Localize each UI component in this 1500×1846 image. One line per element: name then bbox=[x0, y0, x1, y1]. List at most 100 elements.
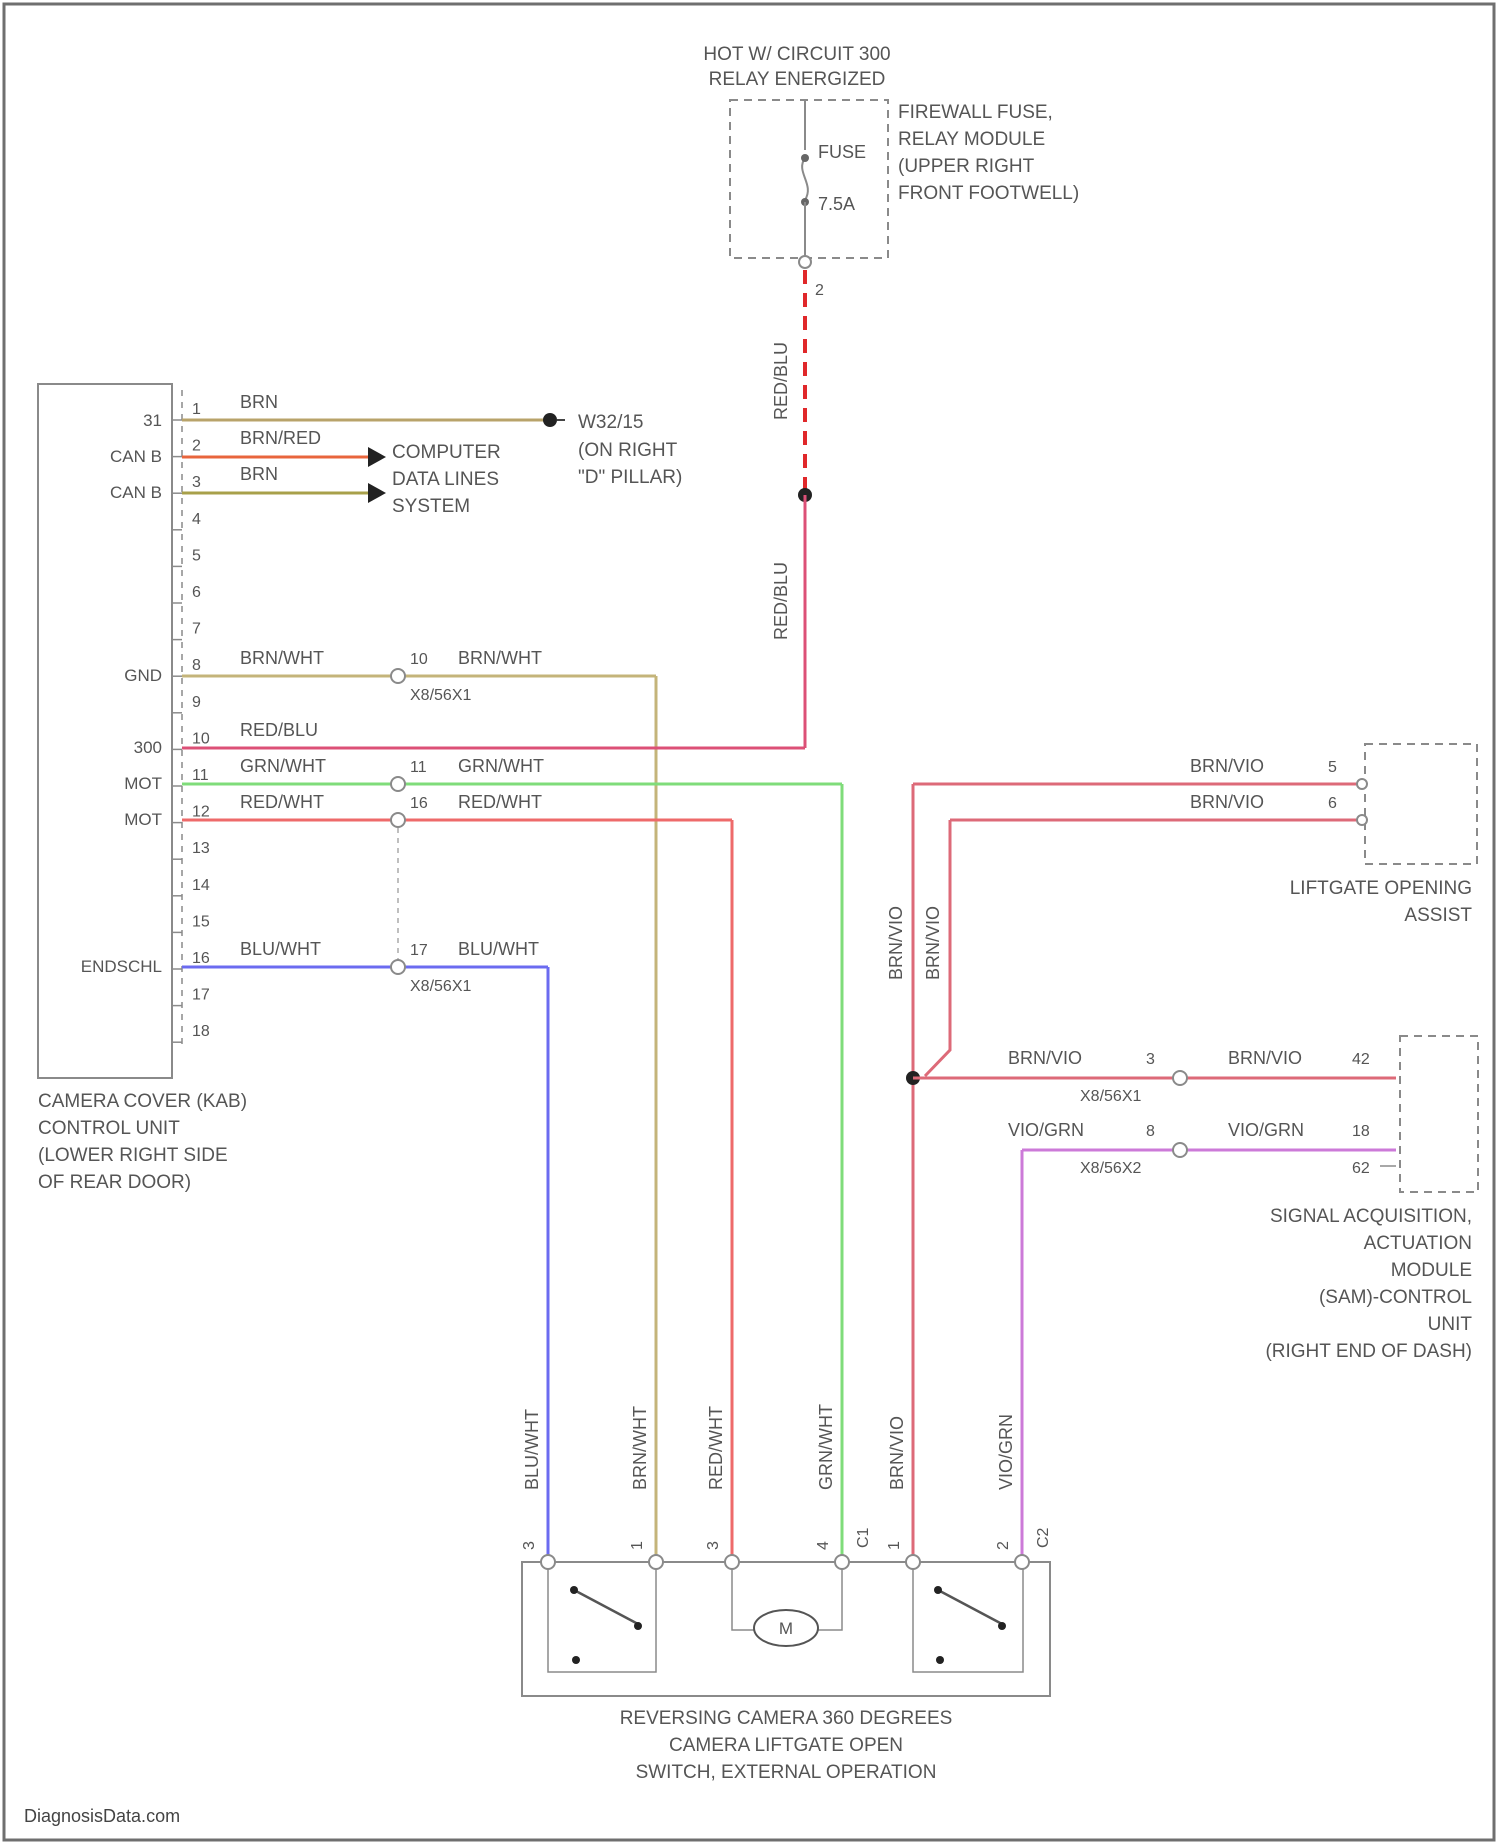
sam-pin-out2: 18 bbox=[1352, 1123, 1370, 1140]
liftgate-name-line1: LIFTGATE OPENING bbox=[1290, 878, 1472, 899]
control-unit-pin-11: 11 bbox=[192, 767, 209, 784]
can-arrow-p2 bbox=[368, 447, 386, 467]
camera-pin-4: 4 bbox=[815, 1541, 832, 1550]
conn-mot2-wire: RED/WHT bbox=[458, 792, 542, 812]
camera-left-switch-base bbox=[572, 1656, 580, 1664]
sam-name-line1: SIGNAL ACQUISITION, bbox=[1270, 1206, 1472, 1227]
wire-p1-label: BRN bbox=[240, 392, 278, 412]
fuse-pin-connector bbox=[799, 256, 811, 268]
wire-p3-label: BRN bbox=[240, 464, 278, 484]
signal-p12: MOT bbox=[124, 810, 162, 829]
camera-left-switch-frame bbox=[548, 1562, 656, 1672]
signal-p16: ENDSCHL bbox=[81, 957, 162, 976]
fuse-pin-number: 2 bbox=[815, 282, 824, 299]
signal-p11: MOT bbox=[124, 774, 162, 793]
signal-p3: CAN B bbox=[110, 483, 162, 502]
fuse-label: FUSE bbox=[818, 142, 866, 162]
liftgate-assist-outline bbox=[1365, 744, 1477, 864]
fuse-module-line2: RELAY MODULE bbox=[898, 129, 1045, 150]
feed-wire-label-lower: RED/BLU bbox=[771, 562, 791, 640]
camera-pin-2: 1 bbox=[629, 1541, 646, 1550]
sam-wire-in1: BRN/VIO bbox=[1008, 1048, 1082, 1068]
camera-wire-labels: BLU/WHT3BRN/WHT1RED/WHT3GRN/WHT4BRN/VIO1… bbox=[521, 1404, 1016, 1550]
control-unit-pin-17: 17 bbox=[192, 987, 210, 1004]
control-unit-pin-16: 16 bbox=[192, 950, 210, 967]
camera-terminal-1 bbox=[541, 1555, 555, 1569]
camera-left-switch-pivot bbox=[570, 1586, 578, 1594]
conn-x8-56x1-mot1 bbox=[391, 777, 405, 791]
wire-p12-label: RED/WHT bbox=[240, 792, 324, 812]
fuse-module-outline bbox=[730, 100, 888, 258]
feed-wire-label-upper: RED/BLU bbox=[771, 342, 791, 420]
sam-name-line2: ACTUATION bbox=[1364, 1233, 1472, 1254]
control-unit-pin-14: 14 bbox=[192, 877, 210, 894]
fuse-module-line3: (UPPER RIGHT bbox=[898, 156, 1035, 177]
sam-pin-out3: 62 bbox=[1352, 1160, 1370, 1177]
liftgate-pin-a: 5 bbox=[1328, 759, 1337, 776]
camera-terminal-2 bbox=[649, 1555, 663, 1569]
ground-loc-line1: (ON RIGHT bbox=[578, 440, 678, 461]
control-unit-pin-13: 13 bbox=[192, 840, 210, 857]
camera-pin-3: 3 bbox=[705, 1541, 722, 1550]
conn-end-wire: BLU/WHT bbox=[458, 939, 539, 959]
page-border bbox=[4, 4, 1494, 1840]
camera-right-switch-blade bbox=[938, 1590, 1002, 1624]
signal-p8: GND bbox=[124, 666, 162, 685]
can-system-line3: SYSTEM bbox=[392, 496, 470, 517]
sam-outline bbox=[1400, 1036, 1478, 1192]
control-unit-pin-4: 4 bbox=[192, 511, 201, 528]
conn-x8-56x1-end bbox=[391, 960, 405, 974]
conn-gnd-wire: BRN/WHT bbox=[458, 648, 542, 668]
camera-left-switch-blade bbox=[574, 1590, 638, 1624]
power-header-line1: HOT W/ CIRCUIT 300 bbox=[703, 44, 890, 65]
camera-wire-label-1: BLU/WHT bbox=[522, 1409, 542, 1490]
signal-p1: 31 bbox=[143, 411, 162, 430]
camera-pin-5: 1 bbox=[886, 1541, 903, 1550]
wire-p8-label: BRN/WHT bbox=[240, 648, 324, 668]
wire-p2-label: BRN/RED bbox=[240, 428, 321, 448]
control-unit-pins: 123456789101112131415161718 bbox=[172, 401, 210, 1042]
sam-name-line4: (SAM)-CONTROL bbox=[1319, 1287, 1472, 1308]
sam-conn1-name: X8/56X1 bbox=[1080, 1088, 1141, 1105]
sam-conn2 bbox=[1173, 1143, 1187, 1157]
conn-x8-56x1-gnd bbox=[391, 669, 405, 683]
control-unit-pin-2: 2 bbox=[192, 438, 201, 455]
liftgate-wire-b: BRN/VIO bbox=[1190, 792, 1264, 812]
camera-pin-6: 2 bbox=[995, 1541, 1012, 1550]
control-unit-pin-7: 7 bbox=[192, 621, 201, 638]
camera-wire-label-4: GRN/WHT bbox=[816, 1404, 836, 1490]
camera-name-line1: REVERSING CAMERA 360 DEGREES bbox=[620, 1708, 953, 1729]
control-unit-pin-12: 12 bbox=[192, 804, 210, 821]
sam-pin-out1: 42 bbox=[1352, 1051, 1370, 1068]
watermark: DiagnosisData.com bbox=[24, 1806, 180, 1826]
sam-conn1 bbox=[1173, 1071, 1187, 1085]
control-unit-pin-6: 6 bbox=[192, 584, 201, 601]
control-unit-pin-3: 3 bbox=[192, 474, 201, 491]
control-unit-name-line2: CONTROL UNIT bbox=[38, 1118, 180, 1139]
sam-wire-out1: BRN/VIO bbox=[1228, 1048, 1302, 1068]
liftgate-vert-wire-b: BRN/VIO bbox=[923, 906, 943, 980]
ground-name: W32/15 bbox=[578, 412, 643, 433]
camera-conn-a: C1 bbox=[855, 1527, 872, 1548]
camera-pin-1: 3 bbox=[521, 1541, 538, 1550]
camera-right-switch-contact bbox=[998, 1622, 1006, 1630]
sam-conn-pin2: 8 bbox=[1146, 1123, 1155, 1140]
fuse-rating: 7.5A bbox=[818, 194, 855, 214]
fuse-symbol bbox=[802, 158, 808, 200]
liftgate-name-line2: ASSIST bbox=[1404, 905, 1472, 926]
control-unit-pin-18: 18 bbox=[192, 1023, 210, 1040]
sam-conn2-name: X8/56X2 bbox=[1080, 1160, 1141, 1177]
camera-wire-label-5: BRN/VIO bbox=[887, 1416, 907, 1490]
camera-terminal-5 bbox=[906, 1555, 920, 1569]
liftgate-pin-b-term bbox=[1357, 815, 1367, 825]
camera-name-line3: SWITCH, EXTERNAL OPERATION bbox=[636, 1762, 937, 1783]
power-header-line2: RELAY ENERGIZED bbox=[709, 69, 886, 90]
control-unit-name-line1: CAMERA COVER (KAB) bbox=[38, 1091, 247, 1112]
conn-mot1-wire: GRN/WHT bbox=[458, 756, 544, 776]
sam-name-line5: UNIT bbox=[1428, 1314, 1473, 1335]
sam-wire-out2: VIO/GRN bbox=[1228, 1120, 1304, 1140]
can-arrow-p3 bbox=[368, 483, 386, 503]
fuse-terminal-top bbox=[801, 154, 809, 162]
control-unit-pin-8: 8 bbox=[192, 657, 201, 674]
